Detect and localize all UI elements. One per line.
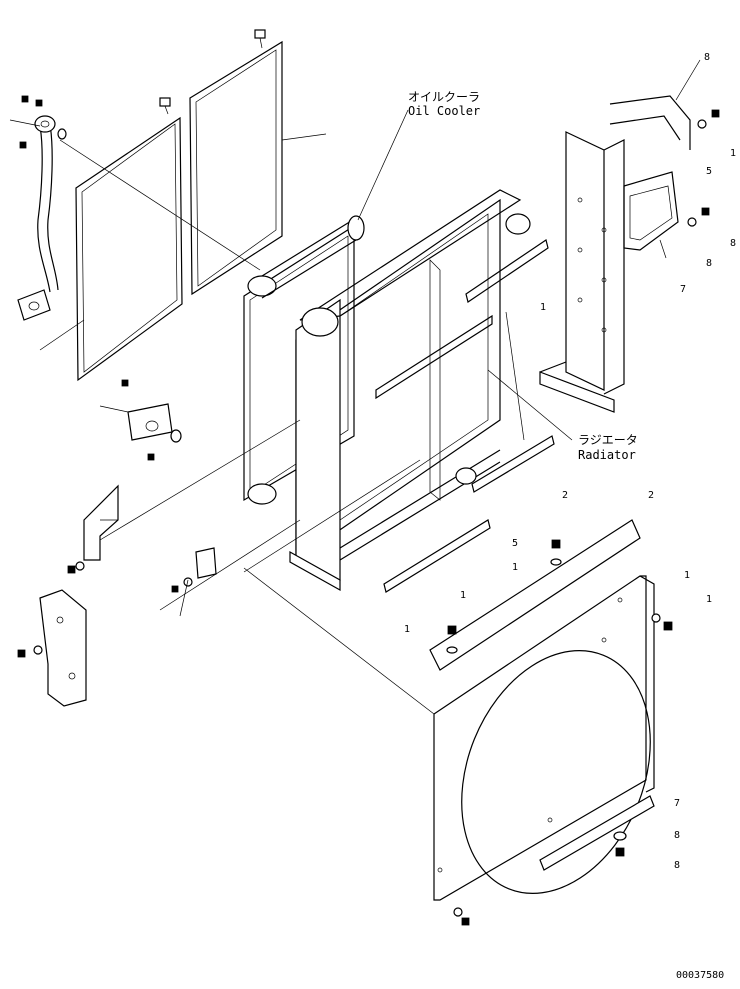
oil-cooler-pipe [17,115,67,321]
oil-cooler-label-en: Oil Cooler [408,104,480,118]
shroud-bolts [446,539,673,926]
callout: 1 [684,570,690,581]
callout: 2 [648,490,654,501]
callout: 1 [706,594,712,605]
callout: 5 [512,538,518,549]
callout: 8 [674,830,680,841]
lower-left-plate [17,561,87,707]
left-bracket [83,484,119,561]
oil-cooler-flange [127,403,182,443]
callout: 8 [704,52,710,63]
fan-shroud [429,519,655,901]
clip-bolt-top [159,29,266,115]
callout: 8 [706,258,712,269]
callout: 1 [512,562,518,573]
callout: 7 [674,798,680,809]
callout: 1 [460,590,466,601]
radiator-label-jp: ラジエータ [578,433,638,447]
radiator-label-en: Radiator [578,448,636,462]
small-plate [171,547,217,593]
callout: 8 [674,860,680,871]
callout: 7 [680,284,686,295]
oil-cooler [243,215,365,505]
right-side-bracket [539,95,720,413]
callout: 1 [730,148,736,159]
callout: 8 [730,238,736,249]
leader-lines [9,59,701,715]
seal-strips [375,239,555,593]
callout: 2 [562,490,568,501]
drawing-number: 00037580 [676,970,724,981]
oil-cooler-label-jp: オイルクーラ [408,90,480,104]
radiator-core [289,189,531,592]
callout: 1 [404,624,410,635]
bolts-left [19,95,155,461]
callout: 5 [706,166,712,177]
rear-screen-frame [75,40,283,382]
callout: 1 [540,302,546,313]
